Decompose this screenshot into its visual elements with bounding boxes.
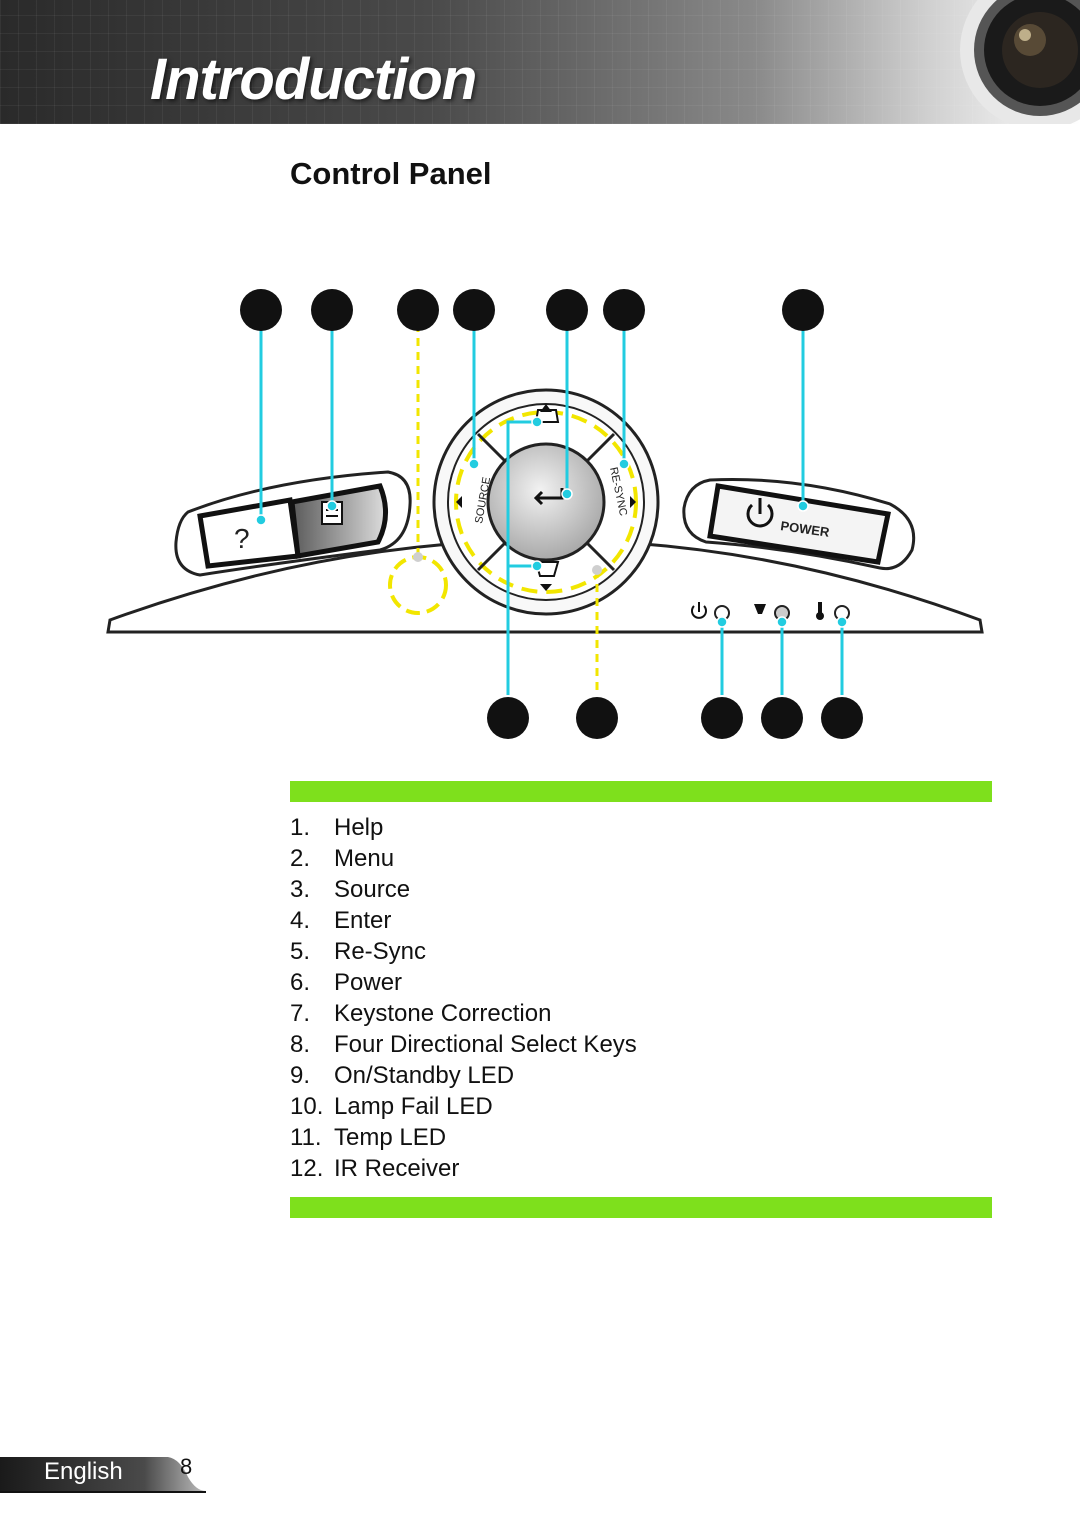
callout-markers	[240, 289, 863, 739]
callout-marker-top-2	[311, 289, 353, 331]
chapter-header: Introduction	[0, 0, 1080, 124]
callout-marker-top-6	[603, 289, 645, 331]
power-label: POWER	[780, 518, 831, 540]
callout-marker-top-5	[546, 289, 588, 331]
up-arrow-icon	[540, 404, 552, 412]
legend-item: 9.On/Standby LED	[290, 1062, 515, 1089]
power-button	[707, 483, 891, 565]
legend-item: 1.Help	[290, 814, 384, 841]
legend-top-bar	[290, 781, 992, 802]
callout-marker-bottom-2	[576, 697, 618, 739]
callout-marker-top-1	[240, 289, 282, 331]
control-panel-diagram: ? POWER SOURCE RE-SYNC	[106, 289, 984, 739]
right-arrow-icon	[630, 496, 636, 508]
directional-pad: SOURCE RE-SYNC	[432, 388, 660, 616]
left-arrow-icon	[456, 496, 462, 508]
callout-marker-top-4	[453, 289, 495, 331]
callout-marker-bottom-4	[761, 697, 803, 739]
legend-item: 3.Source	[290, 876, 411, 903]
power-icon	[746, 498, 774, 528]
callout-marker-top-7	[782, 289, 824, 331]
legend-list: 1.Help 2.Menu 3.Source 4.Enter 5.Re-Sync…	[290, 812, 637, 1184]
legend-item: 12.IR Receiver	[290, 1155, 460, 1182]
callout-lines	[259, 310, 844, 695]
footer-language: English	[44, 1458, 123, 1485]
legend-item: 11.Temp LED	[290, 1124, 447, 1151]
legend-item: 5.Re-Sync	[290, 938, 427, 965]
standby-icon	[691, 602, 707, 619]
page-number: 8	[180, 1454, 193, 1479]
callout-marker-bottom-3	[701, 697, 743, 739]
lamp-icon	[754, 604, 766, 614]
led-indicators	[691, 602, 850, 621]
down-arrow-icon	[540, 584, 552, 591]
temp-icon	[818, 602, 822, 614]
section-title: Control Panel	[290, 156, 492, 191]
legend-item: 6.Power	[290, 969, 403, 996]
callout-marker-top-3	[397, 289, 439, 331]
enter-button	[486, 442, 606, 562]
legend-item: 2.Menu	[290, 845, 395, 872]
projector-lens-image	[960, 0, 1080, 124]
legend-item: 10.Lamp Fail LED	[290, 1093, 493, 1120]
legend-bottom-bar	[290, 1197, 992, 1218]
legend-item: 8.Four Directional Select Keys	[290, 1031, 637, 1058]
power-pod: POWER	[682, 478, 916, 571]
chapter-title: Introduction	[150, 47, 477, 112]
callout-marker-bottom-5	[821, 697, 863, 739]
callout-marker-bottom-1	[487, 697, 529, 739]
legend-item: 4.Enter	[290, 907, 392, 934]
help-button-glyph: ?	[234, 523, 250, 554]
ir-receiver	[388, 555, 448, 615]
language-tab	[0, 1457, 206, 1493]
legend-item: 7.Keystone Correction	[290, 1000, 552, 1027]
